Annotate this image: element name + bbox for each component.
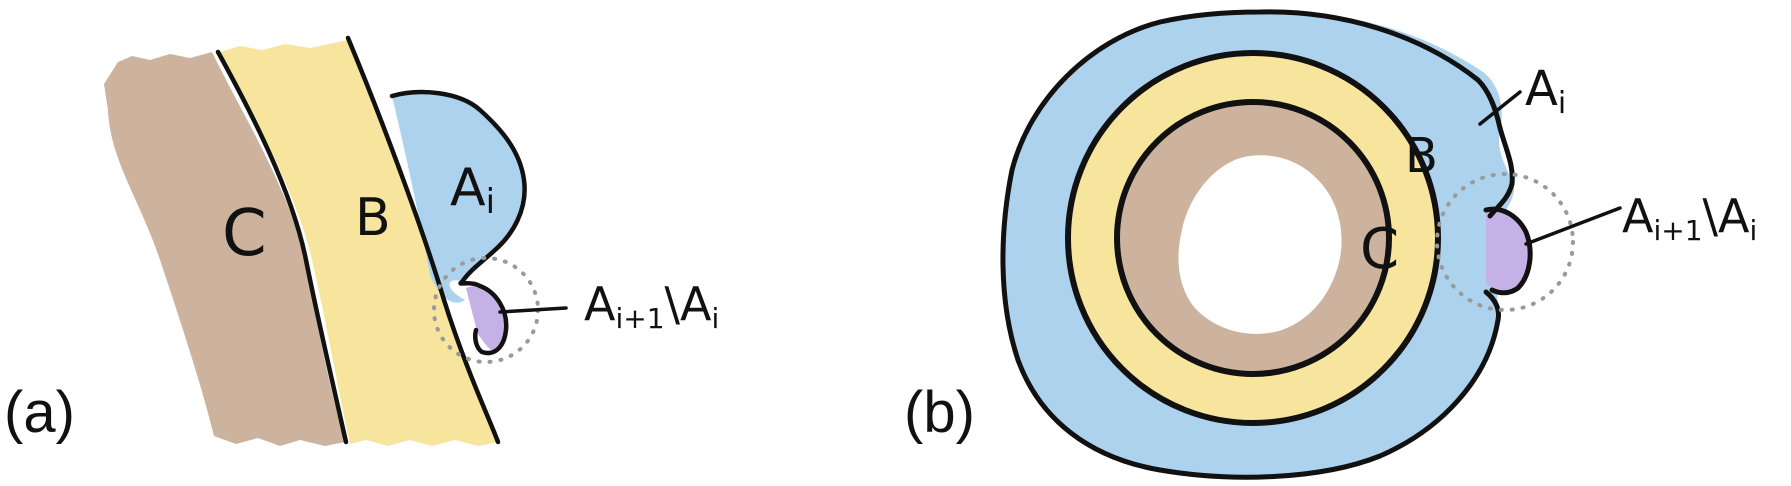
callout-a-letter-b: A [1622,189,1654,243]
region-a-blob [392,92,525,303]
callout-b-letter-b: A [1718,189,1750,243]
boundary-b-outer [1065,50,1441,426]
boundary-a-outer [389,89,527,356]
callout-a-subscript-b: i+1 [1653,214,1702,247]
region-a-subscript: i [486,182,495,222]
region-a-label: Ai [450,158,495,222]
panel-b-label: (b) [904,380,975,445]
panel-a: C B Ai Ai+1\Ai (a) [4,35,719,446]
dotted-neighborhood-circle-b [1435,172,1575,312]
callout-label: Ai+1\Ai [584,277,719,335]
callout-separator-b: \ [1703,189,1719,243]
region-a-letter: A [450,158,486,218]
boundary-bump-b [1483,206,1533,296]
callout-a-letter: A [584,277,616,331]
region-b-label-b: B [1405,128,1438,184]
region-b-label: B [355,188,391,248]
inner-hole [1178,155,1342,334]
region-c-label-b: C [1360,217,1399,282]
callout-leader-line [498,306,568,314]
callout-b-subscript-b: i [1750,214,1758,247]
leader-line-bump [1524,206,1622,246]
boundary-a-outer-b [1000,9,1503,480]
callout-label-b: Ai+1\Ai [1622,189,1757,247]
region-a-letter-b: A [1525,61,1558,117]
region-c-label: C [222,197,267,271]
boundary-c-b [215,49,349,445]
region-bump [466,285,508,352]
panel-b: C B Ai Ai+1\Ai (b) [904,9,1757,480]
callout-b-letter: A [680,277,712,331]
callout-separator: \ [665,277,681,331]
boundary-c-outer [1114,99,1392,377]
region-b-band [220,40,498,446]
region-a-subscript-b: i [1558,86,1566,121]
panel-a-label: (a) [4,380,75,445]
callout-a-subscript: i+1 [615,302,664,335]
callout-b-subscript: i [712,302,720,335]
region-a-label-b: Ai [1525,61,1566,121]
region-c-band [104,52,345,446]
leader-line-ai [1478,90,1522,126]
region-bump-b [1486,209,1531,293]
